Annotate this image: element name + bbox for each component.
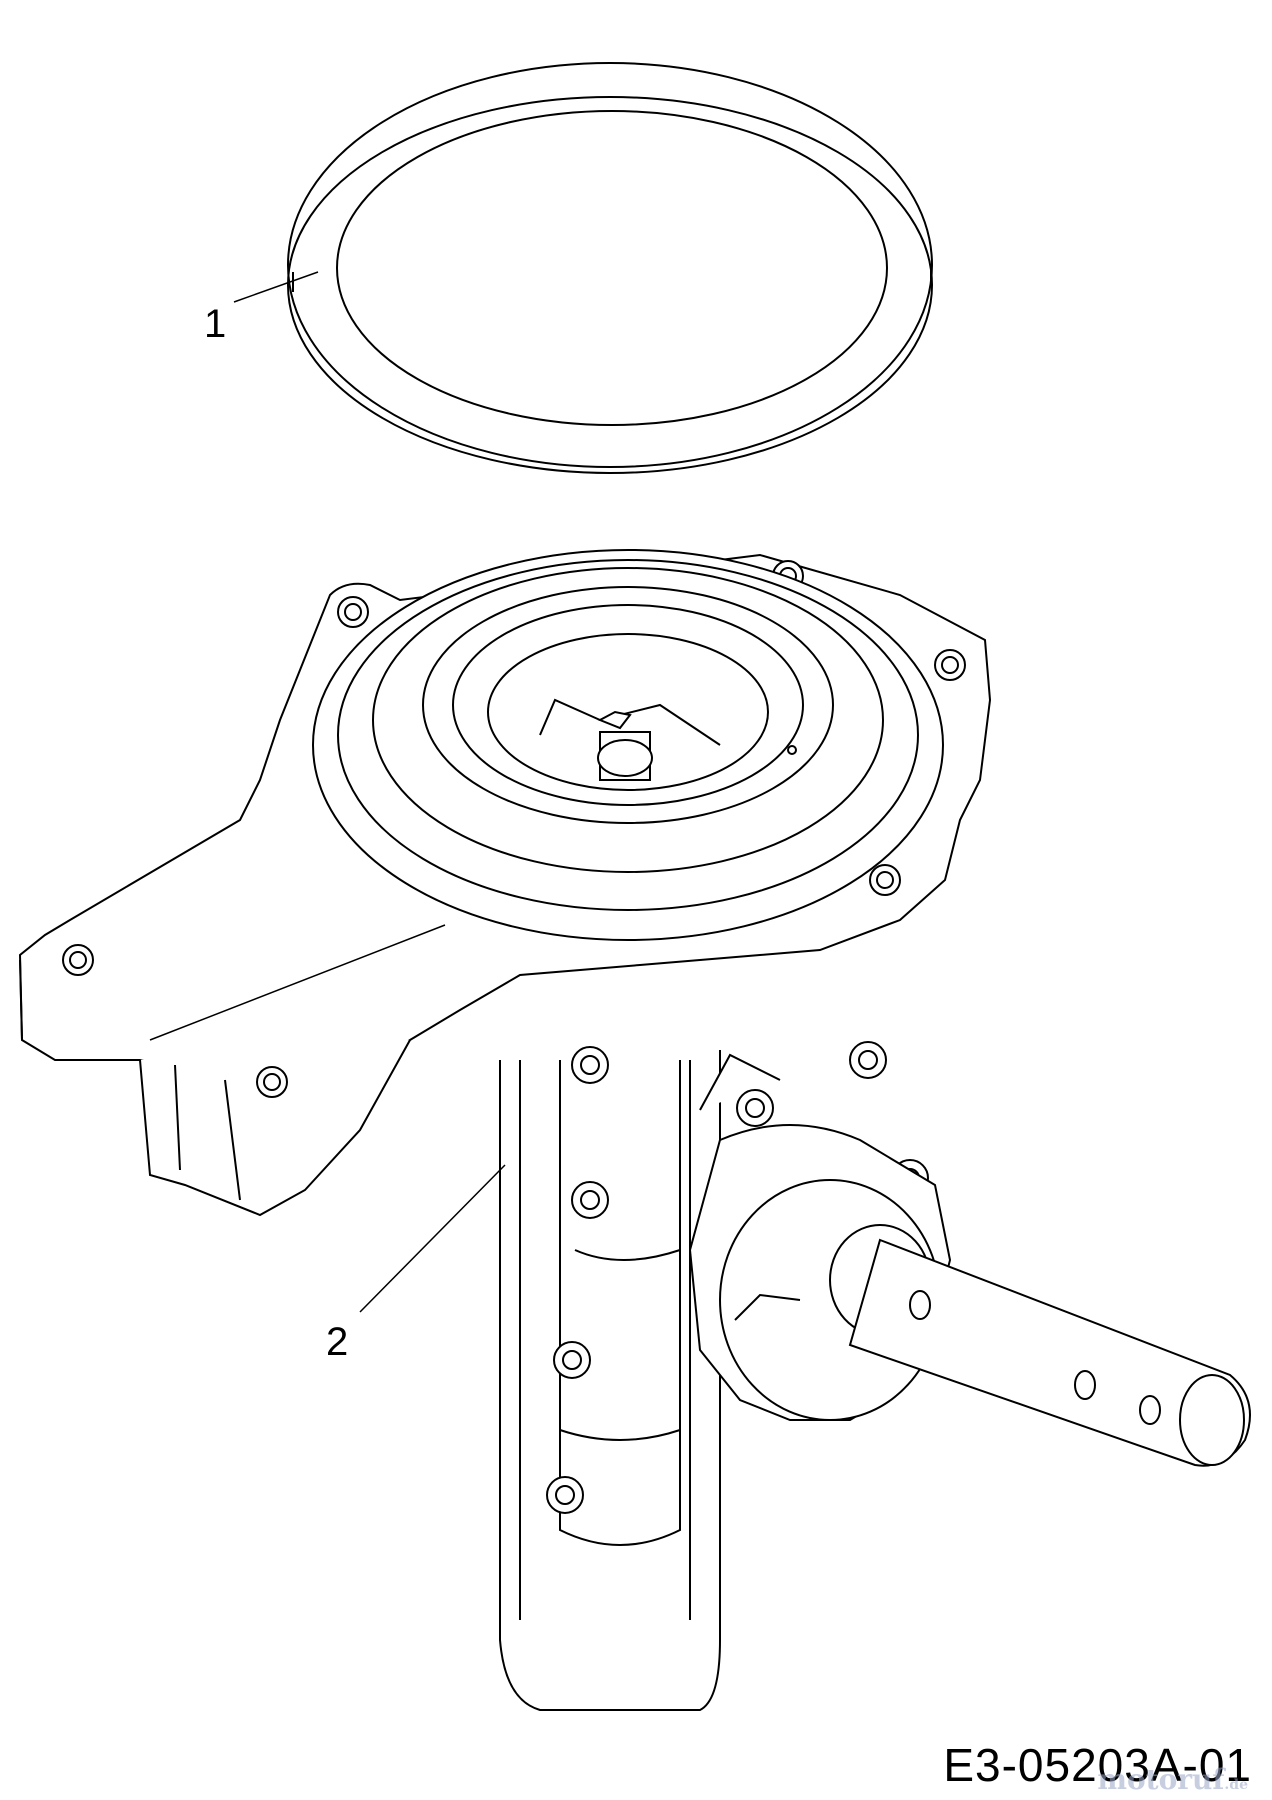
transmission-housing <box>18 549 992 1217</box>
leader-line-1 <box>233 271 319 303</box>
output-shaft <box>848 1238 1251 1467</box>
gear-column <box>499 1041 952 1711</box>
diagram-code: E3-05203A-01 <box>943 1739 1252 1791</box>
callout-1: 1 <box>204 302 227 346</box>
gasket-ring <box>287 62 933 474</box>
watermark-logo: motoruf.de <box>1097 1763 1248 1796</box>
callout-2: 2 <box>326 1320 349 1364</box>
watermark-brand: motoruf <box>1097 1763 1225 1796</box>
watermark-tld: .de <box>1224 1777 1248 1793</box>
leader-line-2 <box>359 1164 506 1313</box>
